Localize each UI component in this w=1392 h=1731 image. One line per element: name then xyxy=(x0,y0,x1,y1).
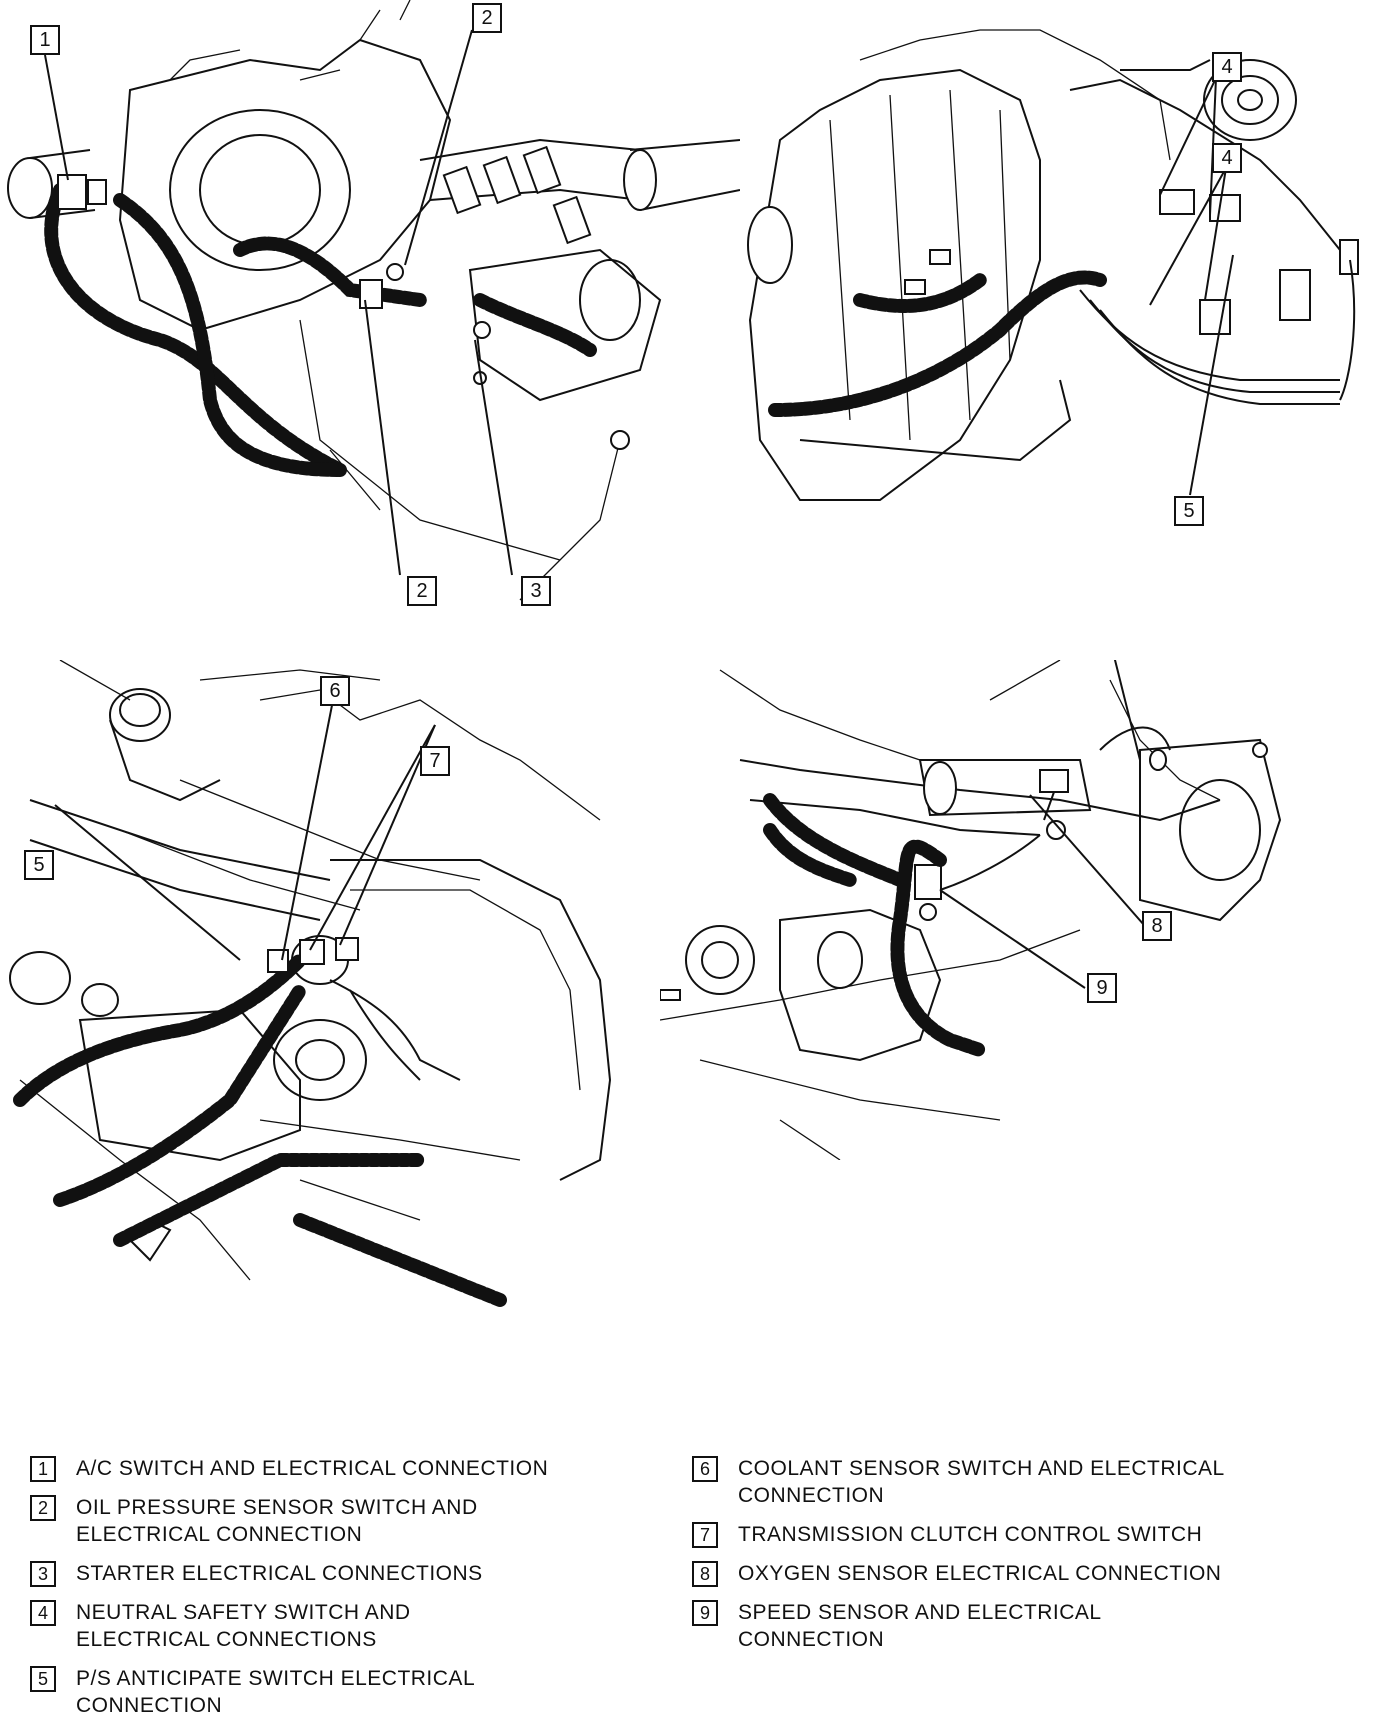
callout-5-ps-anticipate-bottom: 5 xyxy=(24,850,54,880)
legend-item: 3 STARTER ELECTRICAL CONNECTIONS xyxy=(30,1560,590,1587)
legend-number: 9 xyxy=(692,1600,718,1626)
callout-4-neutral-safety-a: 4 xyxy=(1212,52,1242,82)
legend-item: 1 A/C SWITCH AND ELECTRICAL CONNECTION xyxy=(30,1455,590,1482)
legend-item: 8 OXYGEN SENSOR ELECTRICAL CONNECTION xyxy=(692,1560,1252,1587)
legend-label: NEUTRAL SAFETY SWITCH AND ELECTRICAL CON… xyxy=(76,1601,411,1651)
legend-item: 9 SPEED SENSOR AND ELECTRICAL CONNECTION xyxy=(692,1599,1252,1653)
callout-1-ac-switch: 1 xyxy=(30,25,60,55)
legend-label: OIL PRESSURE SENSOR SWITCH AND ELECTRICA… xyxy=(76,1496,478,1546)
legend-item: 4 NEUTRAL SAFETY SWITCH AND ELECTRICAL C… xyxy=(30,1599,590,1653)
legend-number: 2 xyxy=(30,1495,56,1521)
legend-label: STARTER ELECTRICAL CONNECTIONS xyxy=(76,1562,483,1585)
legend-label: OXYGEN SENSOR ELECTRICAL CONNECTION xyxy=(738,1562,1222,1585)
legend-number: 3 xyxy=(30,1561,56,1587)
legend-left-column: 1 A/C SWITCH AND ELECTRICAL CONNECTION 2… xyxy=(30,1455,590,1731)
engine-view-bottom-left xyxy=(9,660,612,1307)
legend-number: 7 xyxy=(692,1522,718,1548)
callout-9-speed-sensor: 9 xyxy=(1087,973,1117,1003)
legend-label: P/S ANTICIPATE SWITCH ELECTRICAL CONNECT… xyxy=(76,1667,475,1717)
engine-view-bottom-right xyxy=(660,660,1282,1160)
legend-label: TRANSMISSION CLUTCH CONTROL SWITCH xyxy=(738,1523,1203,1546)
legend-number: 6 xyxy=(692,1456,718,1482)
legend-item: 7 TRANSMISSION CLUTCH CONTROL SWITCH xyxy=(692,1521,1252,1548)
legend-number: 8 xyxy=(692,1561,718,1587)
legend-right-column: 6 COOLANT SENSOR SWITCH AND ELECTRICAL C… xyxy=(692,1455,1252,1665)
legend-number: 5 xyxy=(30,1666,56,1692)
legend-number: 1 xyxy=(30,1456,56,1482)
callout-5-ps-anticipate-top: 5 xyxy=(1174,496,1204,526)
legend-label: COOLANT SENSOR SWITCH AND ELECTRICAL CON… xyxy=(738,1457,1224,1507)
legend-item: 6 COOLANT SENSOR SWITCH AND ELECTRICAL C… xyxy=(692,1455,1252,1509)
callout-3-starter: 3 xyxy=(521,576,551,606)
legend-label: SPEED SENSOR AND ELECTRICAL CONNECTION xyxy=(738,1601,1101,1651)
callout-2-oil-pressure-top: 2 xyxy=(472,3,502,33)
legend-label: A/C SWITCH AND ELECTRICAL CONNECTION xyxy=(76,1457,549,1480)
callout-4-neutral-safety-b: 4 xyxy=(1212,143,1242,173)
callout-8-oxygen-sensor: 8 xyxy=(1142,911,1172,941)
legend-item: 2 OIL PRESSURE SENSOR SWITCH AND ELECTRI… xyxy=(30,1494,590,1548)
callout-7-clutch-control: 7 xyxy=(420,746,450,776)
engine-view-top-right xyxy=(747,29,1359,501)
callout-2-oil-pressure-bottom: 2 xyxy=(407,576,437,606)
legend-number: 4 xyxy=(30,1600,56,1626)
callout-6-coolant-sensor: 6 xyxy=(320,676,350,706)
legend-item: 5 P/S ANTICIPATE SWITCH ELECTRICAL CONNE… xyxy=(30,1665,590,1719)
engine-view-top-left xyxy=(7,0,740,601)
